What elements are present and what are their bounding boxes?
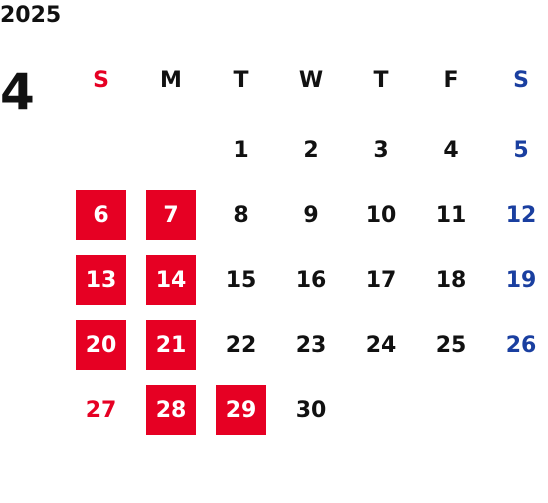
month-label: 4 — [0, 63, 35, 121]
day-cell-6[interactable]: 6 — [76, 190, 126, 240]
day-cell-29[interactable]: 29 — [216, 385, 266, 435]
day-cell-11[interactable]: 11 — [435, 202, 467, 228]
day-cell-13[interactable]: 13 — [76, 255, 126, 305]
day-cell-10[interactable]: 10 — [365, 202, 397, 228]
day-cell-20[interactable]: 20 — [76, 320, 126, 370]
day-cell-16[interactable]: 16 — [295, 267, 327, 293]
day-cell-26[interactable]: 26 — [505, 332, 537, 358]
day-cell-7[interactable]: 7 — [146, 190, 196, 240]
weekday-header-wed: W — [298, 67, 324, 93]
day-cell-3[interactable]: 3 — [373, 137, 389, 163]
day-cell-27[interactable]: 27 — [85, 397, 117, 423]
day-cell-8[interactable]: 8 — [233, 202, 249, 228]
weekday-header-thu: T — [373, 67, 389, 93]
day-cell-21[interactable]: 21 — [146, 320, 196, 370]
day-cell-4[interactable]: 4 — [443, 137, 459, 163]
day-cell-17[interactable]: 17 — [365, 267, 397, 293]
day-cell-9[interactable]: 9 — [303, 202, 319, 228]
weekday-header-tue: T — [233, 67, 249, 93]
day-cell-25[interactable]: 25 — [435, 332, 467, 358]
weekday-header-sun: S — [93, 67, 109, 93]
day-cell-23[interactable]: 23 — [295, 332, 327, 358]
day-cell-22[interactable]: 22 — [225, 332, 257, 358]
day-cell-30[interactable]: 30 — [295, 397, 327, 423]
weekday-header-fri: F — [443, 67, 459, 93]
weekday-header-sat: S — [513, 67, 529, 93]
year-label: 2025 — [0, 3, 62, 28]
day-cell-14[interactable]: 14 — [146, 255, 196, 305]
day-cell-12[interactable]: 12 — [505, 202, 537, 228]
day-cell-19[interactable]: 19 — [505, 267, 537, 293]
day-cell-5[interactable]: 5 — [513, 137, 529, 163]
day-cell-24[interactable]: 24 — [365, 332, 397, 358]
day-cell-2[interactable]: 2 — [303, 137, 319, 163]
weekday-header-mon: M — [160, 67, 182, 93]
day-cell-28[interactable]: 28 — [146, 385, 196, 435]
day-cell-1[interactable]: 1 — [233, 137, 249, 163]
day-cell-18[interactable]: 18 — [435, 267, 467, 293]
day-cell-15[interactable]: 15 — [225, 267, 257, 293]
